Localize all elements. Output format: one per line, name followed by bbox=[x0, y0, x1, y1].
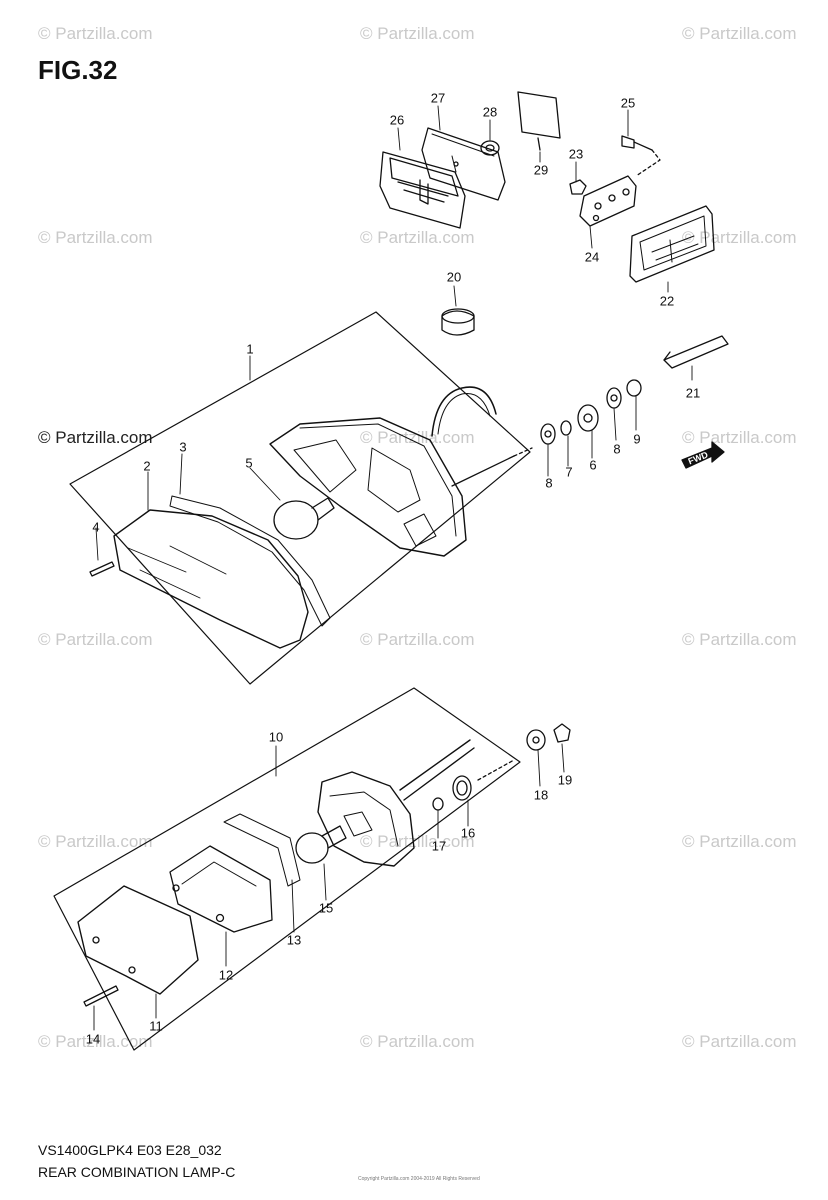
callout-9: 9 bbox=[633, 431, 641, 447]
watermark: © Partzilla.com bbox=[682, 428, 797, 447]
callout-26: 26 bbox=[389, 112, 405, 128]
assembly-name: REAR COMBINATION LAMP-C bbox=[38, 1164, 236, 1180]
fine-print: Copyright Partzilla.com 2004-2019 All Ri… bbox=[358, 1176, 480, 1182]
callout-24: 24 bbox=[584, 249, 600, 265]
watermark: © Partzilla.com bbox=[38, 24, 153, 43]
callout-10: 10 bbox=[268, 729, 284, 745]
watermark: © Partzilla.com bbox=[360, 24, 475, 43]
callout-21: 21 bbox=[685, 385, 701, 401]
callout-11: 11 bbox=[149, 1018, 163, 1034]
callout-4: 4 bbox=[92, 519, 100, 535]
callout-27: 27 bbox=[430, 90, 446, 106]
model-code: VS1400GLPK4 E03 E28_032 bbox=[38, 1142, 222, 1158]
callout-15: 15 bbox=[318, 900, 334, 916]
callout-8b: 8 bbox=[613, 441, 621, 457]
callout-14: 14 bbox=[85, 1031, 101, 1047]
watermark: © Partzilla.com bbox=[682, 24, 797, 43]
watermark: © Partzilla.com bbox=[360, 428, 475, 447]
callout-5: 5 bbox=[245, 455, 253, 471]
watermark: © Partzilla.com bbox=[360, 228, 475, 247]
callout-25: 25 bbox=[620, 95, 636, 111]
tail-lamp-assembly-lower bbox=[53, 687, 571, 1051]
watermark: © Partzilla.com bbox=[360, 832, 475, 851]
watermark: © Partzilla.com bbox=[682, 1032, 797, 1051]
watermark: © Partzilla.com bbox=[38, 630, 153, 649]
callout-28: 28 bbox=[482, 104, 498, 120]
watermark: © Partzilla.com bbox=[38, 832, 153, 851]
watermark: © Partzilla.com bbox=[682, 228, 797, 247]
callout-16: 16 bbox=[460, 825, 476, 841]
watermark: © Partzilla.com bbox=[682, 630, 797, 649]
callout-8: 8 bbox=[545, 475, 553, 491]
callout-12: 12 bbox=[218, 967, 234, 983]
license-lamp-assembly-top bbox=[379, 91, 729, 369]
figure-title: FIG.32 bbox=[38, 55, 118, 85]
leader-lines bbox=[93, 105, 693, 1031]
callout-18: 18 bbox=[533, 787, 549, 803]
callout-6: 6 bbox=[589, 457, 597, 473]
callout-19: 19 bbox=[557, 772, 573, 788]
callout-20: 20 bbox=[446, 269, 462, 285]
callout-22: 22 bbox=[659, 293, 675, 309]
watermark: © Partzilla.com bbox=[38, 228, 153, 247]
callout-13: 13 bbox=[286, 932, 302, 948]
tail-lamp-assembly-upper bbox=[69, 311, 642, 685]
callout-2: 2 bbox=[143, 458, 151, 474]
watermark: © Partzilla.com bbox=[38, 1032, 153, 1051]
callout-23: 23 bbox=[568, 146, 584, 162]
watermark: © Partzilla.com bbox=[360, 1032, 475, 1051]
fwd-arrow-icon bbox=[681, 441, 725, 469]
watermark-corner: © Partzilla.com bbox=[38, 428, 153, 447]
watermark: © Partzilla.com bbox=[682, 832, 797, 851]
watermark: © Partzilla.com bbox=[360, 630, 475, 649]
callout-17: 17 bbox=[431, 838, 447, 854]
callout-3: 3 bbox=[179, 439, 187, 455]
callout-1: 1 bbox=[246, 341, 254, 357]
callout-7: 7 bbox=[565, 464, 573, 480]
callout-29: 29 bbox=[533, 162, 549, 178]
